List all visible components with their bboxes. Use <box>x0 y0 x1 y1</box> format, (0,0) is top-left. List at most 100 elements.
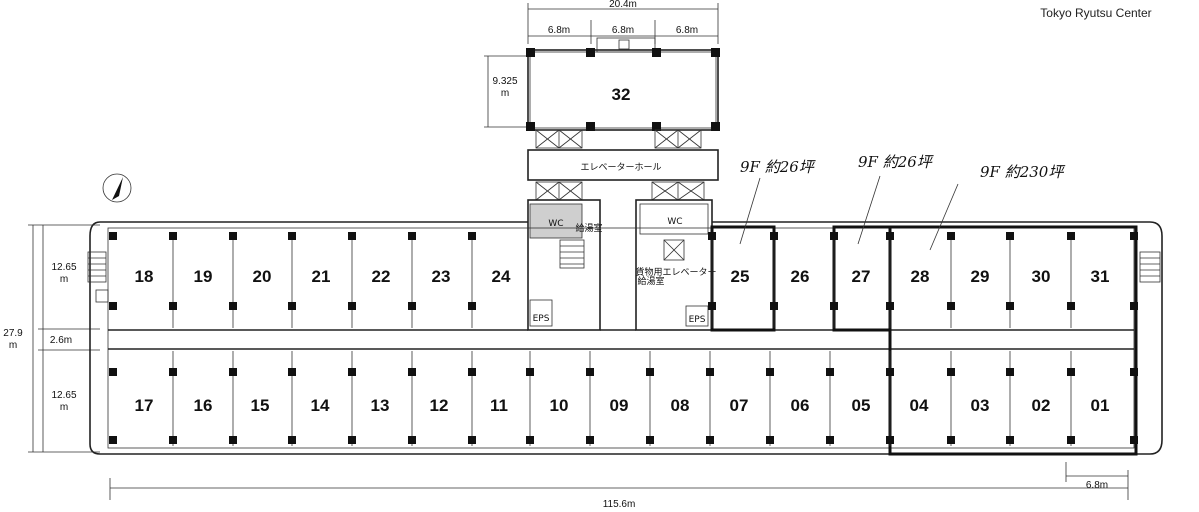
unit-16: 16 <box>194 396 213 415</box>
column <box>766 368 774 376</box>
note-28: 9F 約230坪 <box>980 163 1065 181</box>
unit-26: 26 <box>791 267 810 286</box>
wc-right-label: WC <box>667 217 682 227</box>
column <box>348 232 356 240</box>
column <box>766 436 774 444</box>
dim-left-upper: 12.65 <box>51 262 76 273</box>
unit-02: 02 <box>1032 396 1051 415</box>
column <box>229 368 237 376</box>
column <box>468 232 476 240</box>
column <box>886 368 894 376</box>
unit-18: 18 <box>135 267 154 286</box>
dim-left-lower: 12.65 <box>51 390 76 401</box>
small-room-right-label: 給湯室 <box>637 275 664 287</box>
structural-columns <box>109 232 1138 444</box>
freight-elevator-label: 貨物用エレベーター <box>635 266 716 278</box>
column <box>288 368 296 376</box>
column <box>468 302 476 310</box>
column <box>109 232 117 240</box>
column <box>886 302 894 310</box>
column <box>1067 368 1075 376</box>
column <box>109 302 117 310</box>
unit-11: 11 <box>490 396 508 415</box>
unit-17: 17 <box>135 396 154 415</box>
dim-left-corridor: 2.6m <box>50 335 72 346</box>
column <box>586 368 594 376</box>
dim-left-total: 27.9 <box>3 328 23 339</box>
unit-30: 30 <box>1032 267 1051 286</box>
column <box>646 368 654 376</box>
note-25: 9F 約26坪 <box>740 158 816 176</box>
column <box>408 368 416 376</box>
column <box>526 436 534 444</box>
unit-14: 14 <box>311 396 330 415</box>
column <box>708 302 716 310</box>
unit-04: 04 <box>910 396 929 415</box>
eps-left-label: EPS <box>533 314 550 324</box>
column <box>830 302 838 310</box>
dim-left-lower-unit: m <box>60 402 68 413</box>
column <box>886 436 894 444</box>
unit-19: 19 <box>194 267 213 286</box>
unit-05: 05 <box>852 396 871 415</box>
column <box>1130 232 1138 240</box>
column <box>169 368 177 376</box>
column <box>109 368 117 376</box>
unit-15: 15 <box>251 396 270 415</box>
unit-25: 25 <box>731 267 750 286</box>
column <box>947 368 955 376</box>
handwritten-notes: 9F 約26坪 9F 約26坪 9F 約230坪 <box>739 153 1065 251</box>
unit-12: 12 <box>430 396 449 415</box>
column <box>109 436 117 444</box>
column <box>468 368 476 376</box>
dim-tower-depth: 9.325 <box>492 76 517 87</box>
column <box>886 232 894 240</box>
tower-block: 20.4m 6.8m 6.8m 6.8m 9.325 m 32 <box>484 0 720 331</box>
dim-left-upper-unit: m <box>60 274 68 285</box>
dim-bottom-total: 115.6m <box>603 499 636 510</box>
column <box>169 302 177 310</box>
column <box>348 368 356 376</box>
dim-top-mid: 6.8m <box>612 25 634 36</box>
unit-29: 29 <box>971 267 990 286</box>
column <box>830 232 838 240</box>
unit-27: 27 <box>852 267 871 286</box>
column <box>770 232 778 240</box>
unit-07: 07 <box>730 396 749 415</box>
column <box>708 232 716 240</box>
unit-10: 10 <box>550 396 569 415</box>
column <box>1006 368 1014 376</box>
column <box>770 302 778 310</box>
dim-tower-depth-unit: m <box>501 88 509 99</box>
column <box>1130 302 1138 310</box>
column <box>288 436 296 444</box>
column <box>229 436 237 444</box>
unit-13: 13 <box>371 396 390 415</box>
elevator-hall-label: エレベーターホール <box>580 162 661 173</box>
unit-01: 01 <box>1091 396 1110 415</box>
column <box>947 436 955 444</box>
dim-left-total-unit: m <box>9 340 17 351</box>
column <box>586 436 594 444</box>
unit-08: 08 <box>671 396 690 415</box>
logo-text: Tokyo Ryutsu Center <box>1040 6 1151 20</box>
column <box>947 232 955 240</box>
column <box>1067 232 1075 240</box>
column <box>169 436 177 444</box>
column <box>1130 436 1138 444</box>
unit-28: 28 <box>911 267 930 286</box>
column <box>1006 302 1014 310</box>
column <box>1067 302 1075 310</box>
unit-24: 24 <box>492 267 511 286</box>
unit-22: 22 <box>372 267 391 286</box>
column <box>408 232 416 240</box>
dim-top-total: 20.4m <box>609 0 637 10</box>
column <box>229 302 237 310</box>
column <box>826 436 834 444</box>
dim-bottom-right: 6.8m <box>1086 480 1108 491</box>
eps-right-label: EPS <box>689 315 706 325</box>
unit-20: 20 <box>253 267 272 286</box>
